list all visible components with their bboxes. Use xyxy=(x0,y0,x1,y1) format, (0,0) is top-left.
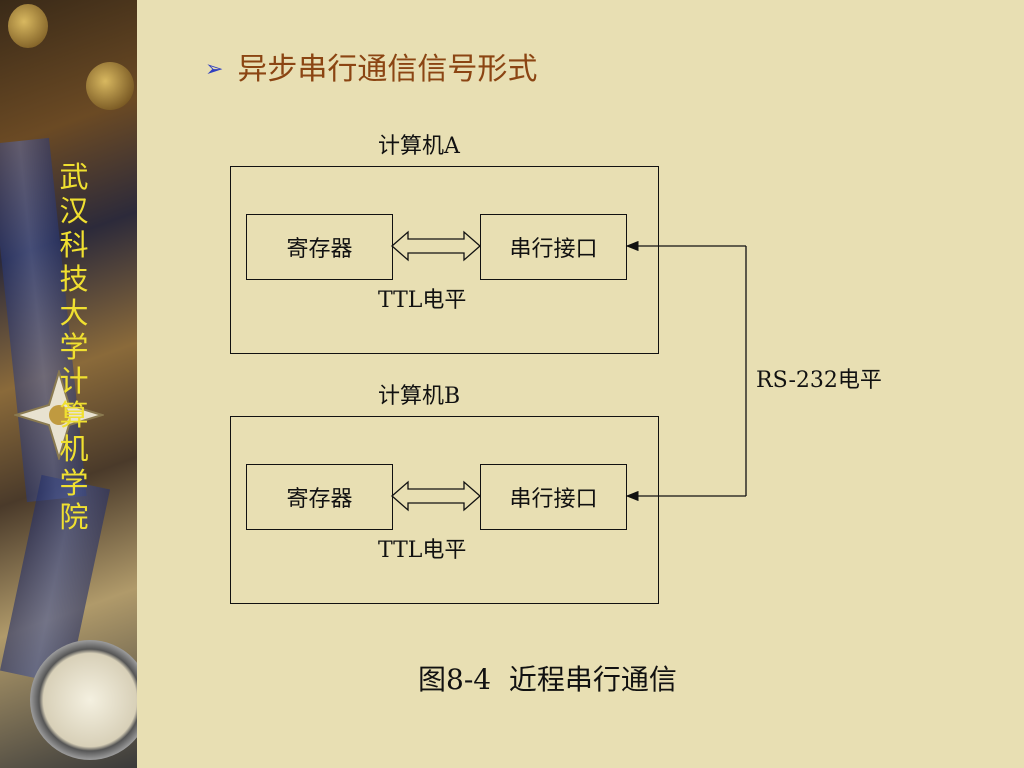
computer-b-register: 寄存器 xyxy=(246,464,393,530)
computer-a-box xyxy=(230,166,659,354)
slide-title-text: 异步串行通信信号形式 xyxy=(237,52,538,87)
decorative-button-image xyxy=(8,4,48,48)
computer-b-label: 计算机B xyxy=(378,384,461,409)
figure-caption: 图8-4 近程串行通信 xyxy=(418,663,677,696)
computer-b-box xyxy=(230,416,659,604)
slide-title: ➢ 异步串行通信信号形式 xyxy=(205,44,537,88)
rs232-label: RS-232电平 xyxy=(756,368,882,393)
compass-image xyxy=(30,640,137,760)
computer-b-ttl-label: TTL电平 xyxy=(378,538,467,563)
computer-a-ttl-label: TTL电平 xyxy=(378,288,467,313)
computer-a-label: 计算机A xyxy=(378,134,460,159)
bidirectional-arrow-b xyxy=(391,480,481,512)
school-name-vertical: 武汉科技大学计算机学院 xyxy=(59,160,89,534)
medal-cross-icon xyxy=(14,370,104,460)
bidirectional-arrow-a xyxy=(391,230,481,262)
decorative-button-image xyxy=(86,62,134,110)
bullet-arrow-icon: ➢ xyxy=(205,57,224,82)
sidebar-decoration: 武汉科技大学计算机学院 xyxy=(0,0,137,768)
